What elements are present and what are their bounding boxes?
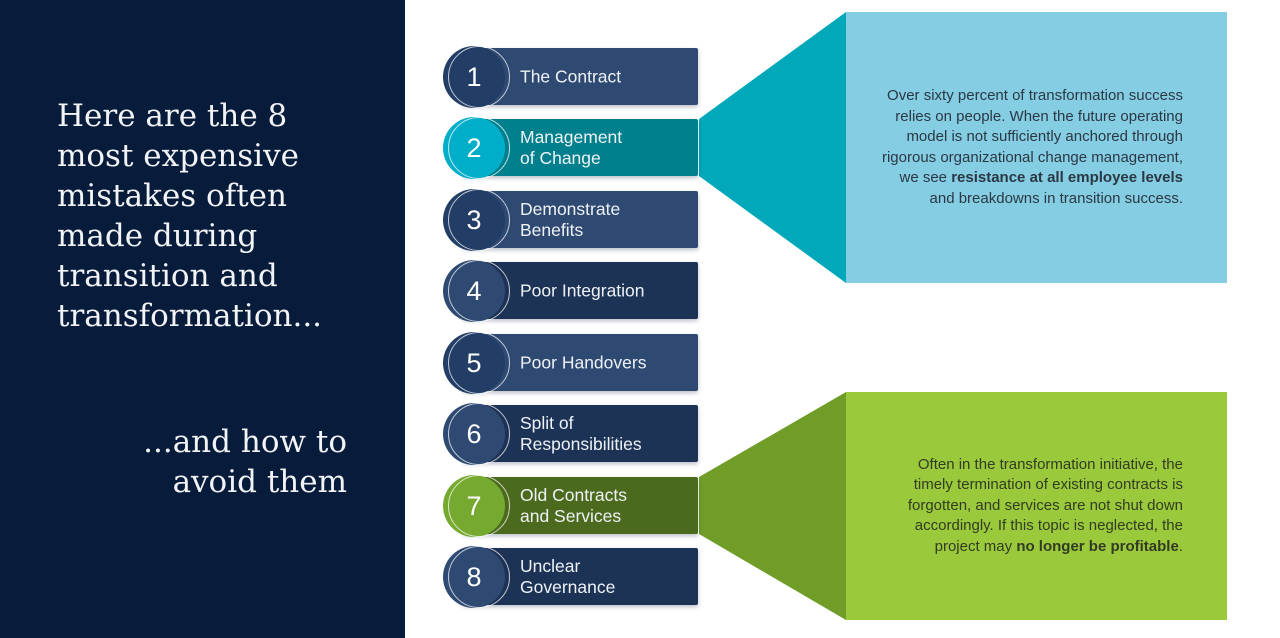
callout-old-contracts: Often in the transformation initiative, … <box>846 392 1227 620</box>
step-label: Demonstrate Benefits <box>520 199 620 241</box>
headline-line: mistakes often <box>57 178 287 214</box>
step-label: Unclear Governance <box>520 556 615 598</box>
step-item-8: 8 Unclear Governance <box>443 546 698 608</box>
step-ring <box>448 260 510 322</box>
step-label-line: Poor Handovers <box>520 352 647 372</box>
callout-text-bold: resistance at all employee levels <box>951 169 1183 186</box>
step-label: Management of Change <box>520 127 622 169</box>
headline-line: Here are the 8 <box>57 98 288 134</box>
subheadline: ...and how to avoid them <box>0 422 347 502</box>
step-label-line: Poor Integration <box>520 280 645 300</box>
callout-text-post: and breakdowns in transition success. <box>929 189 1183 207</box>
left-panel: Here are the 8 most expensive mistakes o… <box>0 0 405 638</box>
step-label-line: and Services <box>520 505 622 526</box>
headline-line: made during <box>57 218 258 254</box>
step-item-7: 7 Old Contracts and Services <box>443 475 698 537</box>
step-item-1: 1 The Contract <box>443 46 698 108</box>
callout-text: Over sixty percent of transformation suc… <box>846 86 1227 209</box>
step-item-2: 2 Management of Change <box>443 117 698 179</box>
callout-arrow-top <box>699 12 846 283</box>
headline: Here are the 8 most expensive mistakes o… <box>57 96 377 336</box>
step-label: The Contract <box>520 66 621 87</box>
step-item-5: 5 Poor Handovers <box>443 332 698 394</box>
callout-text: Often in the transformation initiative, … <box>846 455 1227 558</box>
callout-text-pre: Often in the transformation initiative, … <box>907 455 1183 555</box>
step-label: Old Contracts and Services <box>520 485 627 527</box>
step-ring <box>448 475 510 537</box>
headline-line: transformation... <box>57 298 323 334</box>
step-label: Split of Responsibilities <box>520 413 642 455</box>
step-label-line: Management <box>520 126 623 147</box>
step-ring <box>448 117 510 179</box>
step-label: Poor Integration <box>520 280 645 301</box>
subheadline-line: avoid them <box>172 464 347 500</box>
step-ring <box>448 403 510 465</box>
step-ring <box>448 189 510 251</box>
subheadline-line: ...and how to <box>143 424 347 460</box>
step-label-line: Demonstrate <box>520 198 621 219</box>
callout-text-post: . <box>1178 537 1183 555</box>
step-item-4: 4 Poor Integration <box>443 260 698 322</box>
step-label-line: of Change <box>520 147 601 168</box>
step-label-line: Governance <box>520 576 616 597</box>
callout-arrow-bottom <box>699 392 846 620</box>
callout-text-bold: no longer be profitable <box>1016 537 1179 555</box>
headline-line: transition and <box>57 258 278 294</box>
step-label: Poor Handovers <box>520 352 646 373</box>
callout-change-management: Over sixty percent of transformation suc… <box>846 12 1227 283</box>
step-label-line: Old Contracts <box>520 484 627 505</box>
step-item-3: 3 Demonstrate Benefits <box>443 189 698 251</box>
step-label-line: Unclear <box>520 555 581 576</box>
step-ring <box>448 546 510 608</box>
callout-text-pre: Over sixty percent of transformation suc… <box>881 87 1183 186</box>
step-label-line: Benefits <box>520 219 584 240</box>
step-item-6: 6 Split of Responsibilities <box>443 403 698 465</box>
step-label-line: The Contract <box>520 66 622 86</box>
step-label-line: Split of <box>520 412 574 433</box>
step-ring <box>448 332 510 394</box>
step-label-line: Responsibilities <box>520 433 642 454</box>
headline-line: most expensive <box>57 138 299 174</box>
step-ring <box>448 46 510 108</box>
